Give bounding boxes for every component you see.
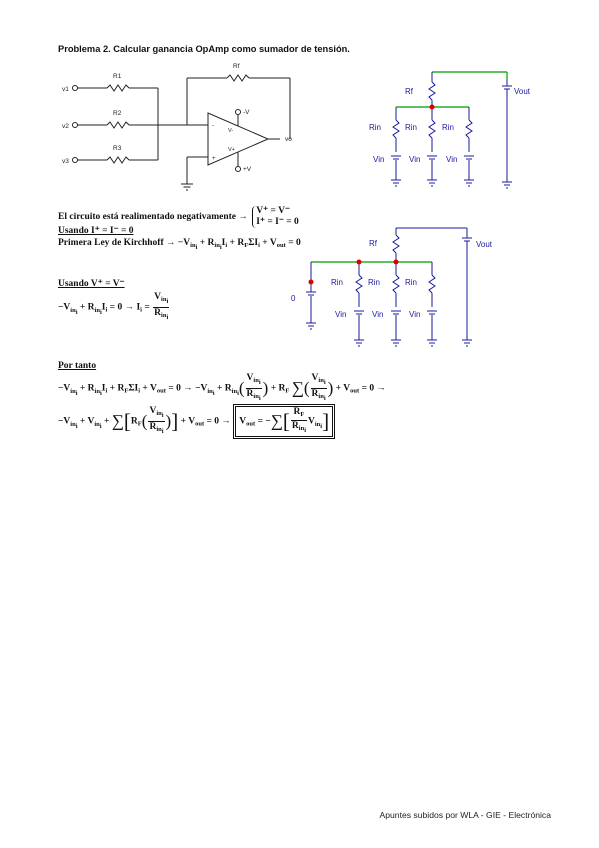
zero-label: 0 xyxy=(291,294,296,303)
vin-label: Vin xyxy=(409,310,420,319)
vin-label: Vin xyxy=(373,155,384,164)
derivation-line-1: −Vini + RiniIi + RFΣIi + Vout = 0 → −Vin… xyxy=(58,373,386,402)
pin-pos-label: V+ xyxy=(228,147,235,153)
using-currents-heading: Usando I⁺ = I⁻ = 0 xyxy=(58,226,134,236)
condition-voltage: V⁺ = V⁻ xyxy=(256,206,291,216)
rf-label: Rf xyxy=(369,239,378,248)
pin-neg-label: V- xyxy=(228,128,233,134)
rin-label: Rin xyxy=(405,123,417,132)
opamp-summing-circuit: v1 v2 v3 R1 R2 R3 Rf vo -V +V V- V+ - + xyxy=(62,63,292,191)
vin-label: Vin xyxy=(335,310,346,319)
vout-label: Vout xyxy=(476,240,493,249)
vin-label: Vin xyxy=(372,310,383,319)
output-label: vo xyxy=(285,136,292,143)
supply-pos-label: +V xyxy=(243,166,252,173)
feedback-statement: El circuito está realimentado negativame… xyxy=(58,206,299,228)
equivalent-circuit-1: Rf Rin Rin Rin Vin Vin Vin Vout xyxy=(369,71,531,189)
rf-label: Rf xyxy=(405,87,414,96)
equivalent-circuit-2: Rf Vout 0 Rin Rin Rin Vin Vin Vin xyxy=(291,227,493,347)
svg-text:+: + xyxy=(212,156,216,162)
supply-neg-label: -V xyxy=(243,109,250,116)
resistor-label-r3: R3 xyxy=(113,145,122,152)
problem-title: Problema 2. Calcular ganancia OpAmp como… xyxy=(58,44,350,54)
svg-text:-: - xyxy=(212,123,214,129)
footer-credit: Apuntes subidos por WLA - GIE - Electrón… xyxy=(379,810,551,820)
conditions-system: V⁺ = V⁻ I⁺ = I⁻ = 0 xyxy=(252,206,299,228)
resistor-label-r1: R1 xyxy=(113,73,122,80)
rin-label: Rin xyxy=(331,278,343,287)
rin-label: Rin xyxy=(369,123,381,132)
input-label-3: v3 xyxy=(62,158,69,165)
rin-label: Rin xyxy=(442,123,454,132)
kirchhoff-equation: Primera Ley de Kirchhoff → −Vini + RiniI… xyxy=(58,238,301,251)
feedback-intro-text: El circuito está realimentado negativame… xyxy=(58,212,248,223)
vin-label: Vin xyxy=(409,155,420,164)
feedback-resistor-label: Rf xyxy=(233,63,240,70)
therefore-heading: Por tanto xyxy=(58,361,97,371)
kirchhoff-label: Primera Ley de Kirchhoff → xyxy=(58,238,176,248)
rin-label: Rin xyxy=(405,278,417,287)
rin-label: Rin xyxy=(368,278,380,287)
condition-current: I⁺ = I⁻ = 0 xyxy=(256,217,299,227)
vin-label: Vin xyxy=(446,155,457,164)
resistor-label-r2: R2 xyxy=(113,110,122,117)
vout-label: Vout xyxy=(514,87,531,96)
using-voltages-heading: Usando V⁺ = V⁻ xyxy=(58,279,125,289)
input-label-1: v1 xyxy=(62,86,69,93)
input-label-2: v2 xyxy=(62,123,69,130)
